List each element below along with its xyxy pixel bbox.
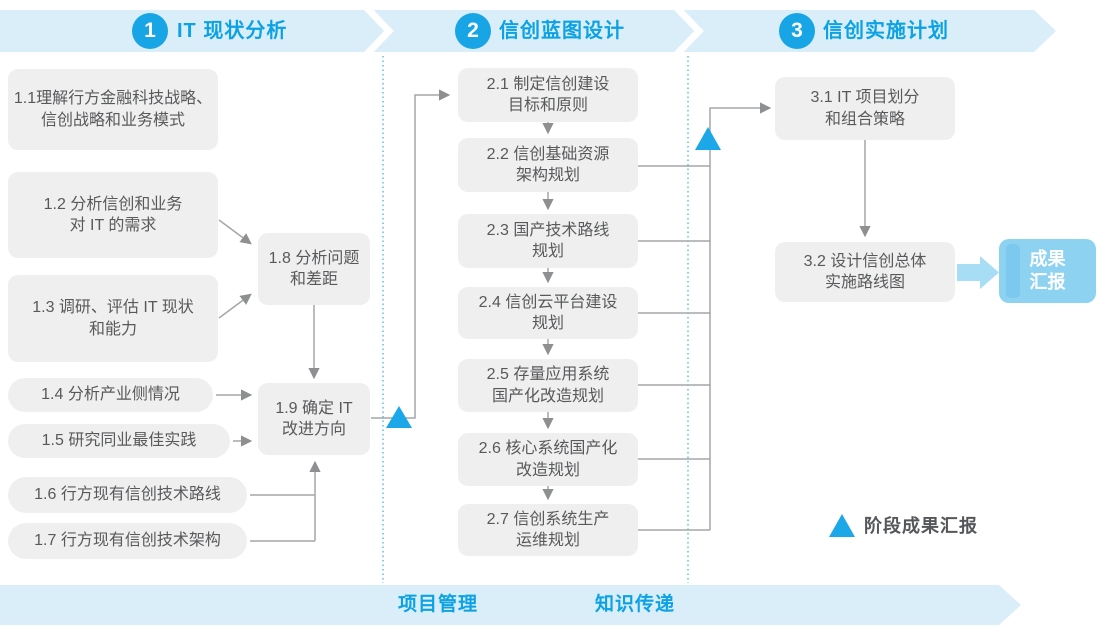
- step-box-1-2-line1: 1.2 分析信创和业务: [43, 195, 183, 213]
- step-box-2-1-line2: 目标和原则: [507, 97, 588, 114]
- step-box-2-5-line1: 2.5 存量应用系统: [486, 366, 610, 384]
- result-box-line2: 汇报: [1029, 272, 1066, 292]
- step-box-1-4-line1: 1.4 分析产业侧情况: [41, 386, 180, 404]
- step-box-2-6: 2.6 核心系统国产化 改造规划: [458, 433, 638, 486]
- result-box-stripe: [1006, 244, 1020, 298]
- step-box-1-9: 1.9 确定 IT 改进方向: [258, 383, 370, 455]
- step-box-2-4: 2.4 信创云平台建设 规划: [458, 287, 638, 339]
- step-box-2-2: 2.2 信创基础资源 架构规划: [458, 138, 638, 192]
- step-box-1-5-line1: 1.5 研究同业最佳实践: [41, 432, 197, 450]
- step-box-1-1-line1: 1.1理解行方金融科技战略、: [13, 90, 213, 108]
- result-arrow-icon: [957, 256, 999, 289]
- step-box-1-3-line1: 1.3 调研、评估 IT 现状: [32, 299, 194, 317]
- step-box-2-2-line2: 架构规划: [515, 167, 580, 184]
- step-box-1-6: 1.6 行方现有信创技术路线: [8, 477, 247, 513]
- bottom-band: [0, 585, 1021, 625]
- step-box-3-1-line2: 和组合策略: [824, 110, 905, 128]
- step-box-1-2: 1.2 分析信创和业务 对 IT 的需求: [8, 172, 218, 258]
- step-box-1-1-line2: 信创战略和业务模式: [40, 111, 185, 129]
- footer-label-project-management: 项目管理: [398, 594, 479, 615]
- step-box-1-9-line2: 改进方向: [281, 421, 346, 438]
- step-box-2-7: 2.7 信创系统生产 运维规划: [458, 504, 638, 556]
- milestone-triangle-phase2: [695, 127, 721, 150]
- step-box-1-2-line2: 对 IT 的需求: [69, 217, 157, 234]
- milestone-triangle-phase1: [386, 406, 412, 428]
- step-box-1-5: 1.5 研究同业最佳实践: [8, 424, 230, 458]
- result-box-line1: 成果: [1029, 248, 1066, 269]
- phase-1-title: IT 现状分析: [177, 20, 288, 42]
- step-box-2-5: 2.5 存量应用系统 国产化改造规划: [458, 359, 638, 412]
- step-box-3-1: 3.1 IT 项目划分 和组合策略: [775, 77, 955, 140]
- step-box-1-4: 1.4 分析产业侧情况: [8, 378, 213, 412]
- phase-2-title: 信创蓝图设计: [499, 20, 625, 42]
- step-box-1-9-line1: 1.9 确定 IT: [275, 399, 353, 417]
- legend-triangle-icon: [829, 514, 855, 537]
- step-box-2-5-line2: 国产化改造规划: [491, 387, 604, 405]
- step-box-2-3-line1: 2.3 国产技术路线: [486, 221, 610, 239]
- step-box-2-2-line1: 2.2 信创基础资源: [486, 145, 610, 163]
- step-box-1-3-line2: 和能力: [88, 320, 137, 338]
- step-box-2-6-line1: 2.6 核心系统国产化: [478, 440, 618, 458]
- result-report-box: 成果 汇报: [999, 239, 1096, 303]
- footer-label-knowledge-transfer: 知识传递: [595, 594, 676, 615]
- step-box-3-2-line2: 实施路线图: [824, 274, 905, 291]
- phase-2-number-badge: 2: [455, 13, 491, 49]
- phase-separator-chevron-1: [364, 5, 394, 57]
- step-box-1-7: 1.7 行方现有信创技术架构: [8, 523, 247, 559]
- step-box-2-1: 2.1 制定信创建设 目标和原则: [458, 68, 638, 122]
- step-box-1-6-line1: 1.6 行方现有信创技术路线: [34, 486, 221, 504]
- phase-1-number-badge: 1: [132, 13, 168, 49]
- step-box-1-8-line1: 1.8 分析问题: [268, 249, 360, 267]
- step-box-2-6-line2: 改造规划: [515, 461, 580, 479]
- step-box-1-3: 1.3 调研、评估 IT 现状 和能力: [8, 275, 218, 362]
- step-box-2-7-line1: 2.7 信创系统生产: [486, 510, 610, 528]
- step-box-3-1-line1: 3.1 IT 项目划分: [810, 89, 920, 107]
- step-box-2-7-line2: 运维规划: [515, 532, 580, 549]
- step-box-1-7-line1: 1.7 行方现有信创技术架构: [34, 532, 221, 550]
- step-box-2-4-line2: 规划: [531, 315, 564, 332]
- step-box-1-8: 1.8 分析问题 和差距: [258, 233, 370, 305]
- step-box-3-2: 3.2 设计信创总体 实施路线图: [775, 242, 955, 302]
- phase-separator-chevron-2: [674, 5, 704, 57]
- step-box-2-4-line1: 2.4 信创云平台建设: [478, 293, 618, 311]
- step-box-1-1: 1.1理解行方金融科技战略、 信创战略和业务模式: [8, 69, 218, 150]
- legend-label: 阶段成果汇报: [864, 516, 978, 536]
- step-box-2-3: 2.3 国产技术路线 规划: [458, 214, 638, 268]
- phase-3-number-badge: 3: [779, 13, 815, 49]
- step-box-2-3-line2: 规划: [531, 243, 564, 260]
- step-box-1-8-line2: 和差距: [289, 271, 338, 288]
- step-box-2-1-line1: 2.1 制定信创建设: [486, 75, 610, 93]
- phase-3-title: 信创实施计划: [823, 20, 949, 42]
- step-box-3-2-line1: 3.2 设计信创总体: [803, 252, 927, 270]
